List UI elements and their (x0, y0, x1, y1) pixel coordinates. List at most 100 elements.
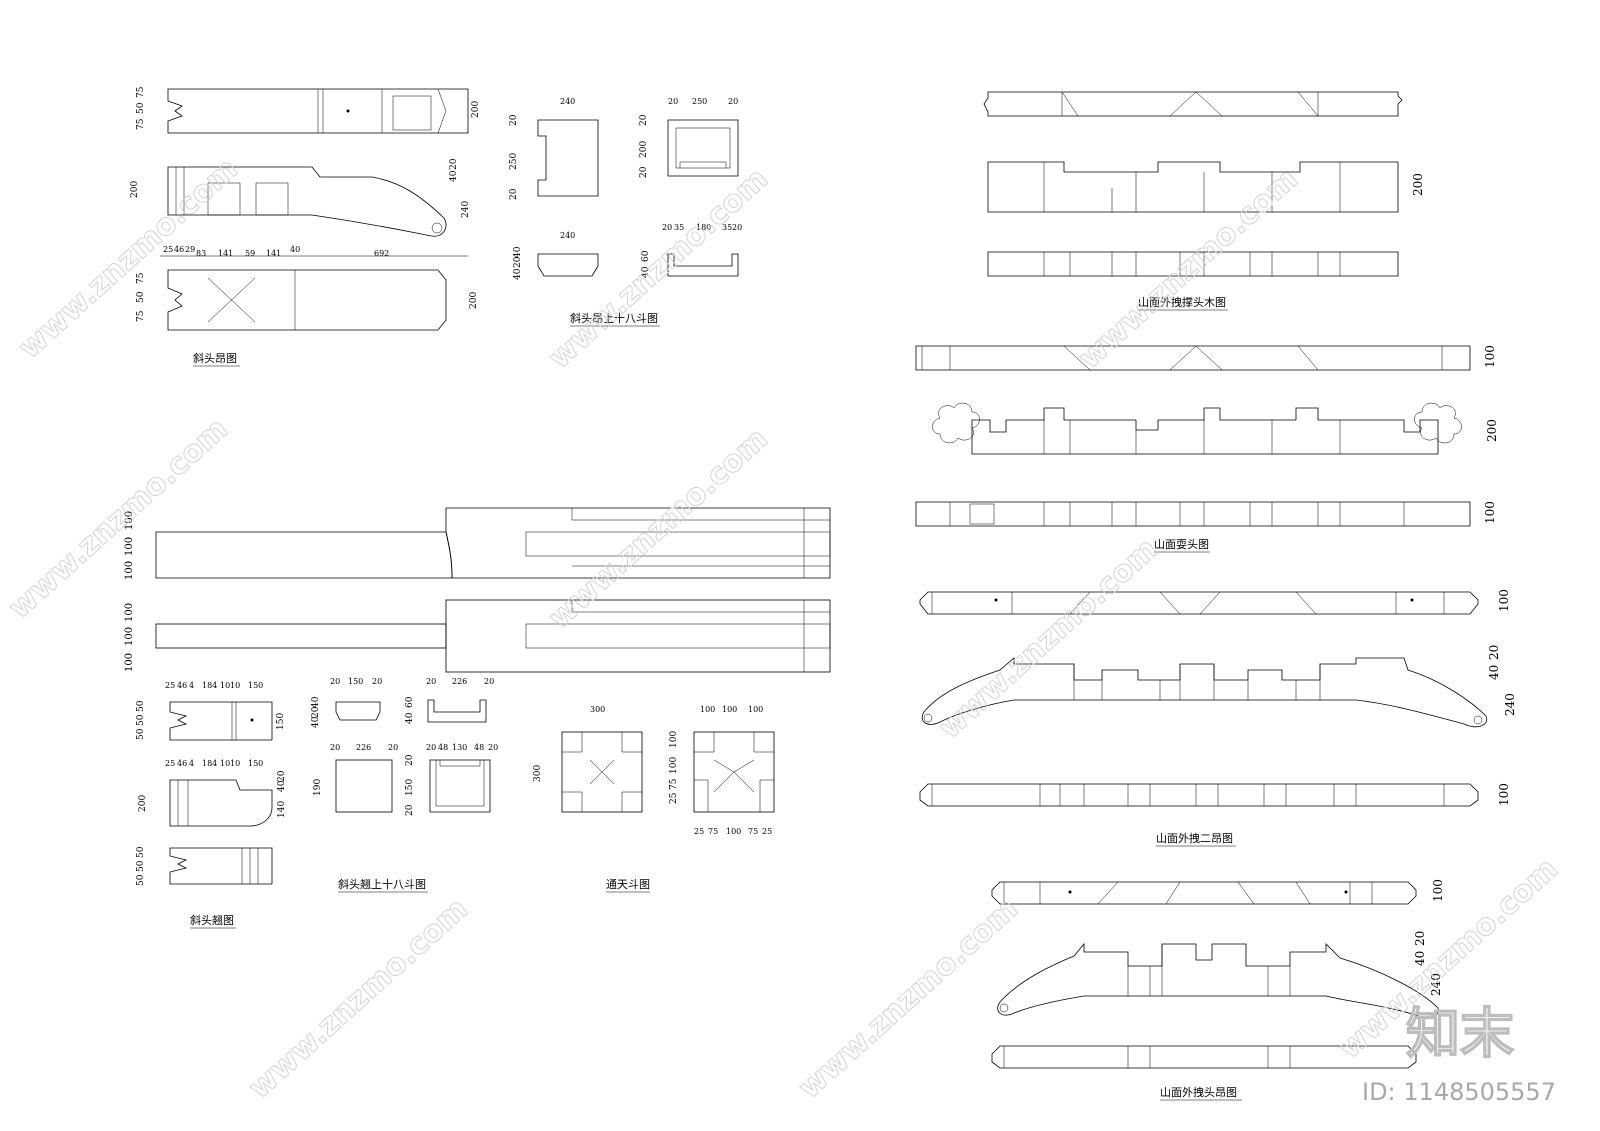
ang-dou18-drawing: 240 20 250 20 20 250 20 20 200 20 240 40… (509, 97, 742, 327)
ang-row-dim-2: 46 (174, 245, 184, 254)
ang-bottom-left-dim-2: 50 (136, 291, 146, 303)
tongtian-dou-drawing: 300 300 100 100 100 100 100 25 75 25 75 … (533, 705, 775, 893)
qdou-c-top-3: 20 (388, 743, 398, 752)
ang-row-dim-7: 141 (266, 249, 281, 258)
brand-logo: 知末 (1406, 1002, 1514, 1065)
qdou-d-top-5: 20 (488, 743, 498, 752)
qdou-d-top-2: 48 (438, 743, 448, 752)
shanmian-erang-drawing: 100 40 20 240 100 山面外拽二昂图 (919, 589, 1517, 847)
dou18-d-top-1: 20 (662, 223, 672, 232)
tongtian-a-top: 300 (590, 705, 605, 714)
long2-dim-2: 100 (124, 627, 135, 646)
qiao-row1-6: 10 (230, 681, 240, 690)
dou18-a-left-2: 250 (509, 153, 519, 170)
watermark-text-1: www.znzmo.com (12, 151, 245, 366)
dou18-d-left-2: 60 (641, 250, 651, 262)
ang-row-dim-8: 40 (290, 245, 300, 254)
ang-row-dim-4: 83 (196, 249, 206, 258)
qdou-d-left-3: 20 (405, 804, 415, 816)
qiao-left3-1: 50 (136, 846, 146, 858)
shanmian-shua-drawing: 100 200 100 山面耍头图 (915, 345, 1499, 553)
qiao-left1-1: 50 (136, 700, 146, 712)
qdou-d-left-2: 150 (405, 779, 415, 796)
qdou-a-left-3: 40 (311, 716, 321, 728)
qiao-right2-1: 40 (277, 780, 287, 792)
dou18-d-top-3: 180 (696, 223, 711, 232)
qiao-left3-2: 50 (136, 860, 146, 872)
qdou-d-top-1: 20 (426, 743, 436, 752)
dou18-d-top-2: 35 (674, 223, 684, 232)
ang-mid-left-dim: 200 (130, 181, 140, 198)
dou18-b-top-2: 250 (692, 97, 707, 106)
tongtian-b-left-3: 25 (669, 792, 679, 804)
qiao-right2-3: 140 (277, 801, 287, 818)
qdou-a-top-1: 20 (330, 677, 340, 686)
qiao-left1-3: 50 (136, 728, 146, 740)
long-beam-drawing: 100 100 100 100 100 100 (124, 507, 831, 673)
ang-left-dim-3: 75 (136, 118, 146, 130)
qiao-left2: 200 (138, 795, 148, 812)
erang-dim-2: 40 (1487, 665, 1501, 680)
qiao-row2-2: 46 (177, 759, 187, 768)
watermark-text-2: www.znzmo.com (542, 161, 775, 376)
long1-dim-2: 100 (124, 537, 135, 556)
tongtian-b-left-4: 75 (669, 778, 679, 790)
watermark-text-3: www.znzmo.com (1072, 161, 1305, 376)
ang-row-dim-6: 59 (245, 249, 255, 258)
tongtian-b-bottom-3: 100 (726, 827, 741, 836)
ang-mid-right-dim-1: 40 (449, 170, 459, 182)
title-tongtian-dou: 通天斗图 (606, 878, 650, 891)
watermark-layer: www.znzmo.com www.znzmo.com www.znzmo.co… (1, 151, 1565, 1107)
dou18-d-left-1: 40 (641, 266, 651, 278)
erang-dim-3: 20 (1487, 645, 1501, 660)
dou18-c-left-1: 40 (513, 246, 523, 258)
tongtian-b-top-2: 100 (722, 705, 737, 714)
qdou-b-left-1: 40 (405, 712, 415, 724)
qiao-dou18-drawing: 20 150 20 40 20 40 20 226 20 40 60 20 22… (311, 677, 498, 893)
qiao-row2-1: 25 (165, 759, 175, 768)
erang-dim-5: 100 (1497, 783, 1511, 806)
title-qiao-dou18: 斜头翘上十八斗图 (338, 877, 426, 891)
qdou-d-top-3: 130 (452, 743, 467, 752)
qiao-row1-7: 150 (248, 681, 263, 690)
qdou-a-left-1: 40 (311, 696, 321, 708)
ang-bottom-left-dim-1: 75 (136, 272, 146, 284)
qiao-row1-3: 4 (189, 681, 194, 690)
qdou-b-top-1: 20 (426, 677, 436, 686)
shua-dim-2: 200 (1485, 419, 1499, 442)
ang-row-dim-3: 29 (185, 245, 195, 254)
dou18-b-top-3: 20 (728, 97, 738, 106)
title-xietou-qiao: 斜头翘图 (190, 914, 234, 927)
dou18-b-left-3: 20 (639, 166, 649, 178)
long2-dim-3: 100 (124, 653, 135, 672)
dou18-a-left-1: 20 (509, 114, 519, 126)
watermark-text-5: www.znzmo.com (542, 421, 775, 636)
qiao-left3-3: 50 (136, 874, 146, 886)
qiao-row1-2: 46 (177, 681, 187, 690)
qdou-a-top-2: 150 (348, 677, 363, 686)
toang-dim-2: 40 (1413, 951, 1427, 966)
ang-bottom-right-dim: 200 (469, 292, 479, 309)
ang-row-dim-9: 692 (374, 249, 389, 258)
toang-dim-3: 20 (1413, 931, 1427, 946)
ang-bottom-left-dim-3: 75 (136, 310, 146, 322)
qdou-c-top-1: 20 (330, 743, 340, 752)
ang-mid-right-dim-3: 240 (461, 201, 471, 218)
dou18-c-left-2: 20 (513, 256, 523, 268)
qiao-row2-6: 10 (230, 759, 240, 768)
qdou-b-top-2: 226 (452, 677, 467, 686)
qiao-right2-2: 20 (277, 770, 287, 782)
dou18-d-top-5: 20 (732, 223, 742, 232)
image-id-label: ID: 1148505557 (1362, 1078, 1556, 1106)
erang-dim-1: 100 (1497, 589, 1511, 612)
ang-row-dim-1: 25 (163, 245, 173, 254)
watermark-text-8: www.znzmo.com (792, 891, 1025, 1106)
ang-right-dim: 200 (471, 101, 481, 118)
tongtian-a-left: 300 (533, 765, 543, 782)
toang-dim-4: 240 (1429, 973, 1443, 996)
ang-left-dim-1: 75 (136, 86, 146, 98)
tongtian-b-bottom-4: 75 (748, 827, 758, 836)
qiao-row1-4: 184 (202, 681, 217, 690)
dou18-a-left-3: 20 (509, 188, 519, 200)
